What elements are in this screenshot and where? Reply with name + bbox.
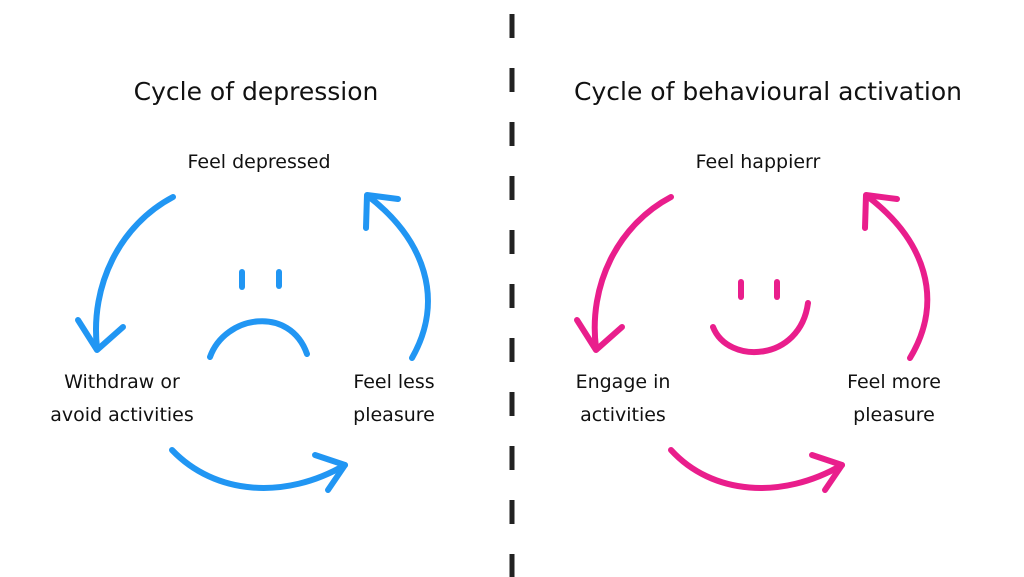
arrow-down-left xyxy=(93,194,176,351)
arrowhead-down-left xyxy=(574,317,625,353)
happy-face-icon xyxy=(710,279,811,356)
label-feel-depressed: Feel depressed xyxy=(187,151,331,173)
arrowhead-up-right xyxy=(862,192,900,231)
depression-cycle-title: Cycle of depression xyxy=(133,77,379,106)
label-feel-less-pleasure: Feel less pleasure xyxy=(353,366,435,432)
label-withdraw-line1: Withdraw or xyxy=(64,371,180,393)
label-engage-line2: activities xyxy=(580,404,666,426)
arrow-bottom xyxy=(668,447,845,491)
arrowhead-down-left xyxy=(75,317,126,353)
activation-cycle-title: Cycle of behavioural activation xyxy=(574,77,962,106)
label-feel-more-line2: pleasure xyxy=(853,404,935,426)
arrowhead-bottom xyxy=(312,452,348,493)
arrow-up-right xyxy=(864,193,931,361)
label-withdraw-line2: avoid activities xyxy=(50,404,194,426)
arrow-bottom xyxy=(169,447,348,491)
arrow-up-right xyxy=(365,193,431,361)
arrowhead-bottom xyxy=(809,452,845,493)
sad-face-icon xyxy=(207,269,310,360)
label-feel-less-line2: pleasure xyxy=(353,404,435,426)
label-engage-line1: Engage in xyxy=(575,371,671,393)
label-feel-less-line1: Feel less xyxy=(353,371,435,393)
arrowhead-up-right xyxy=(363,192,401,231)
arrow-down-left xyxy=(591,194,674,351)
depression-cycle-arrows xyxy=(75,192,431,493)
label-feel-more-pleasure: Feel more pleasure xyxy=(847,366,941,432)
activation-cycle-arrows xyxy=(574,192,931,493)
label-engage: Engage in activities xyxy=(576,366,671,432)
label-feel-happier: Feel happierr xyxy=(695,151,821,173)
label-withdraw: Withdraw or avoid activities xyxy=(50,366,194,432)
label-feel-more-line1: Feel more xyxy=(847,371,941,393)
